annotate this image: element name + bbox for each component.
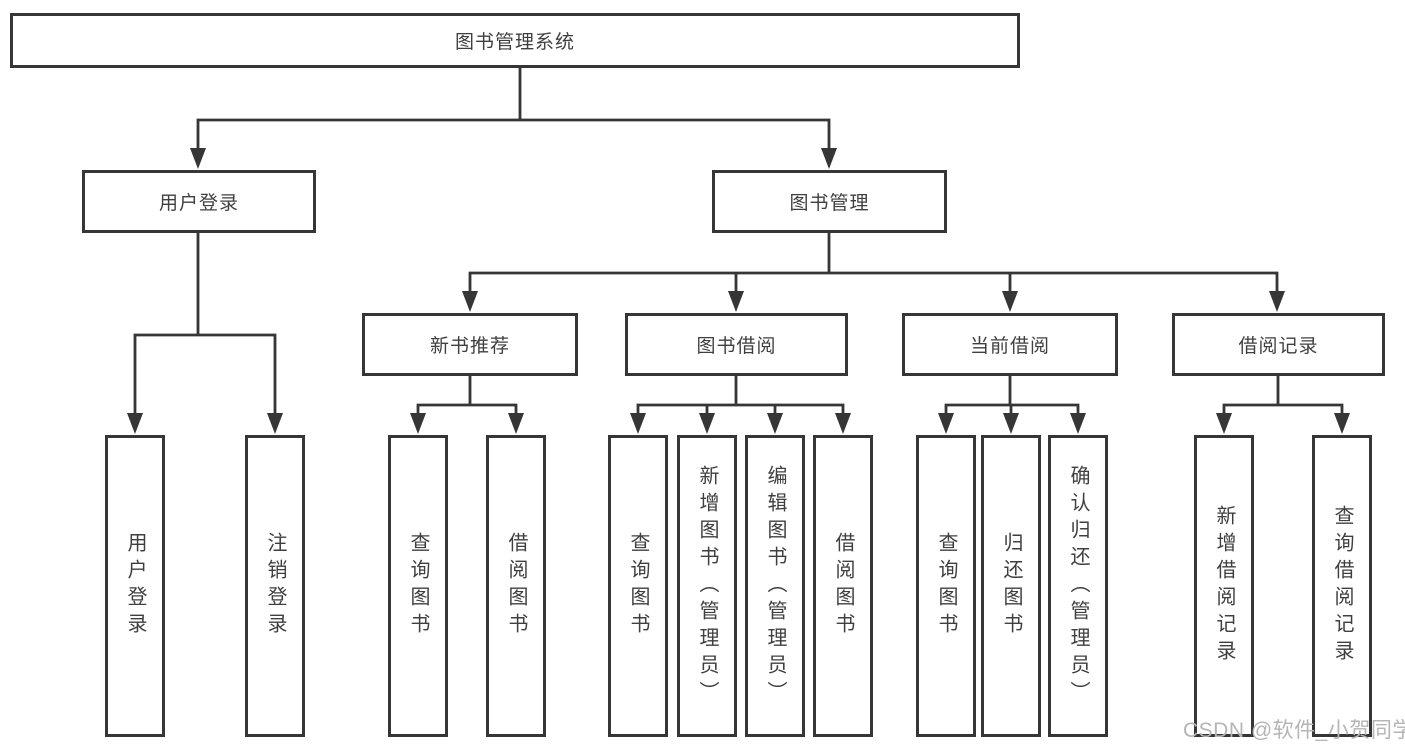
arrowhead-icon — [267, 413, 283, 434]
node-user-login: 用户登录 — [82, 170, 316, 233]
edge-newbookrec-leaves — [416, 374, 518, 419]
arrowhead-icon — [728, 291, 744, 312]
arrowhead-icon — [1002, 291, 1018, 312]
arrowhead-icon — [127, 413, 143, 434]
node-leaf-return-book: 归还图书 — [981, 435, 1041, 737]
arrowhead-icon — [410, 413, 426, 434]
arrowheads — [127, 148, 1350, 434]
node-leaf-query-books-2: 查询图书 — [608, 435, 668, 737]
node-leaf-add-borrow-record: 新增借阅记录 — [1194, 435, 1254, 737]
node-root: 图书管理系统 — [10, 13, 1020, 68]
arrowhead-icon — [1003, 413, 1019, 434]
edge-bookmgmt-level3 — [468, 231, 1279, 297]
node-leaf-query-borrow-record: 查询借阅记录 — [1312, 435, 1372, 737]
edge-borrowrecords-leaves — [1222, 374, 1344, 419]
node-book-borrowing: 图书借阅 — [625, 313, 848, 376]
node-leaf-logout: 注销登录 — [245, 435, 305, 737]
arrowhead-icon — [508, 413, 524, 434]
node-leaf-user-login: 用户登录 — [105, 435, 165, 737]
arrowhead-icon — [630, 413, 646, 434]
watermark: CSDN @软件_小贺同学 — [1183, 719, 1405, 742]
arrowhead-icon — [767, 413, 783, 434]
node-leaf-borrow-books-2: 借阅图书 — [813, 435, 873, 737]
edge-userlogin-leaves — [133, 231, 277, 419]
node-leaf-query-books-3: 查询图书 — [916, 435, 976, 737]
edge-root-level2 — [196, 66, 831, 154]
arrowhead-icon — [821, 148, 837, 169]
node-leaf-confirm-return-admin: 确认归还（管理员） — [1048, 435, 1108, 737]
edge-bookborrow-leaves — [636, 374, 845, 419]
arrowhead-icon — [1216, 413, 1232, 434]
arrowhead-icon — [462, 291, 478, 312]
node-leaf-query-books-1: 查询图书 — [388, 435, 448, 737]
node-leaf-borrow-books-1: 借阅图书 — [486, 435, 546, 737]
node-book-management: 图书管理 — [712, 170, 947, 233]
arrowhead-icon — [1269, 291, 1285, 312]
arrowhead-icon — [938, 413, 954, 434]
node-borrowing-records: 借阅记录 — [1172, 313, 1385, 376]
arrowhead-icon — [835, 413, 851, 434]
node-leaf-edit-book-admin: 编辑图书（管理员） — [745, 435, 805, 737]
edge-currentborrow-leaves — [944, 374, 1080, 419]
arrowhead-icon — [190, 148, 206, 169]
arrowhead-icon — [699, 413, 715, 434]
node-leaf-add-book-admin: 新增图书（管理员） — [677, 435, 737, 737]
arrowhead-icon — [1070, 413, 1086, 434]
node-current-borrowing: 当前借阅 — [902, 313, 1118, 376]
arrowhead-icon — [1334, 413, 1350, 434]
node-new-book-recommendation: 新书推荐 — [362, 313, 578, 376]
